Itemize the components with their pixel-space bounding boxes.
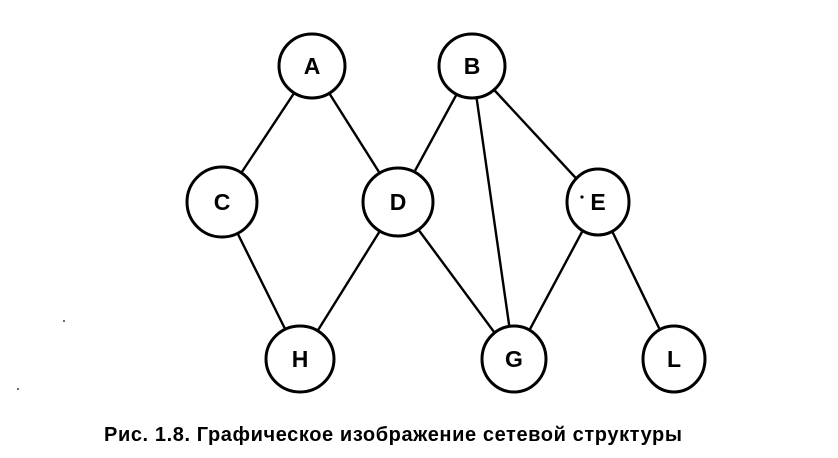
speck [17, 388, 19, 390]
node-label: B [464, 53, 481, 79]
node-c: C [185, 165, 259, 239]
node-circle [480, 324, 548, 394]
node-a: A [277, 32, 347, 100]
node-h: H [264, 324, 336, 394]
node-label: H [292, 346, 309, 372]
graph-nodes: A B C D E H G L [185, 32, 707, 394]
node-label: C [214, 189, 231, 215]
node-circle [641, 324, 707, 394]
node-circle [185, 165, 259, 239]
node-circle [437, 32, 507, 100]
node-circle [361, 166, 435, 238]
node-label: G [505, 346, 523, 372]
node-g: G [480, 324, 548, 394]
speck [63, 320, 65, 322]
node-circle [264, 324, 336, 394]
node-label: L [667, 346, 681, 372]
scan-specks [17, 195, 584, 390]
figure-caption: Рис. 1.8. Графическое изображение сетево… [104, 424, 683, 446]
node-e: E [565, 167, 631, 237]
node-b: B [437, 32, 507, 100]
node-d: D [361, 166, 435, 238]
node-label: D [390, 189, 407, 215]
node-circle [277, 32, 347, 100]
speck [580, 195, 584, 199]
node-l: L [641, 324, 707, 394]
node-circle [565, 167, 631, 237]
node-label: E [590, 189, 605, 215]
node-label: A [304, 53, 321, 79]
edge-b-g [470, 64, 516, 361]
